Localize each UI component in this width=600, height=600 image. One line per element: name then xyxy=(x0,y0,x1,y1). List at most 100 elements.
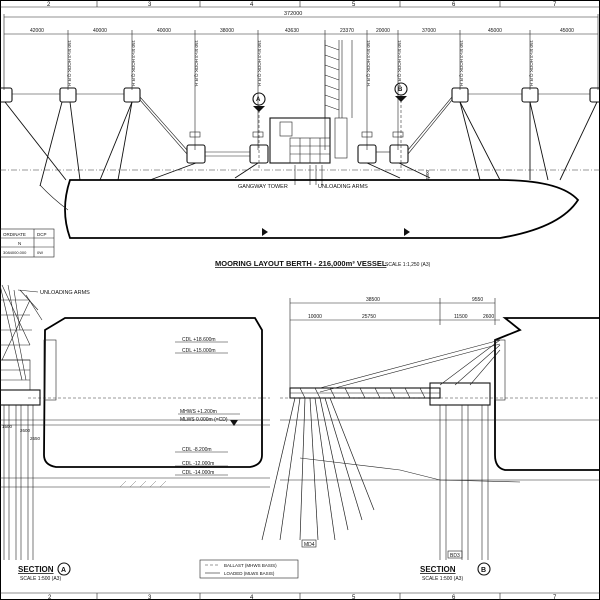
unloading-arms-leader xyxy=(17,289,39,293)
cdl-18-6: CDL +18.600m xyxy=(182,337,216,343)
section-a-fender xyxy=(43,339,57,401)
spacing-10: 45000 xyxy=(560,28,574,34)
mlws-level: MLWS 0.000m (=CD) xyxy=(180,417,228,423)
hook-label-3: 150 tm-3 HOOK Q.R.H. xyxy=(194,40,199,87)
spacing-3: 40000 xyxy=(157,28,171,34)
spacing-1: 42000 xyxy=(30,28,44,34)
plan-marker-right xyxy=(404,228,410,236)
grid-number-6-bottom: 6 xyxy=(452,595,456,600)
vessel-hull xyxy=(64,179,580,239)
section-a-marker-letter: A xyxy=(61,567,66,574)
plan-scale: SCALE 1:1,250 (A3) xyxy=(385,262,431,268)
plan-section-marker-a xyxy=(252,92,266,168)
grid-number-3-bottom: 3 xyxy=(148,595,152,600)
section-b-vertical-piles xyxy=(439,405,489,560)
section-b-dim-38500: 38500 xyxy=(366,297,380,303)
loading-platform xyxy=(269,117,348,164)
spacing-2: 40000 xyxy=(93,28,107,34)
grid-ticks-top xyxy=(96,0,501,600)
plan-section-marker-b xyxy=(394,82,408,168)
legend-ballast: BALLAST (MHWS BASIS) xyxy=(224,563,277,568)
hook-label-8: 150 tm-3 HOOK Q.R.H. xyxy=(529,40,534,87)
section-b-dim-10000: 10000 xyxy=(308,314,322,320)
spacing-5: 43630 xyxy=(285,28,299,34)
grid-number-4: 4 xyxy=(250,2,254,8)
section-b-dim-9550: 9550 xyxy=(472,297,483,303)
spacing-ticks xyxy=(3,14,599,150)
spacing-4: 38000 xyxy=(220,28,234,34)
spacing-6: 23370 xyxy=(340,28,354,34)
section-b-tag-bd3: BD3 xyxy=(450,553,460,559)
grid-number-5-bottom: 5 xyxy=(352,595,356,600)
section-b-raked-piles xyxy=(261,397,375,541)
section-a-level-markers xyxy=(175,341,240,476)
section-b-tag-md4-box xyxy=(301,539,317,548)
section-a-crane-structure xyxy=(0,284,43,391)
section-a-scale: SCALE 1:500 (A3) xyxy=(20,576,61,582)
cdl-minus-14: CDL -14.000m xyxy=(182,470,214,476)
spacing-9: 45000 xyxy=(488,28,502,34)
section-b-seabed-profile xyxy=(299,457,521,483)
section-b-marker-letter: B xyxy=(481,567,486,574)
spacing-8: 37000 xyxy=(422,28,436,34)
mooring-dolphins xyxy=(0,87,600,103)
grid-number-2: 2 xyxy=(47,2,51,8)
coord-header-right: DCP xyxy=(37,232,47,237)
section-b-marker-circle xyxy=(477,562,491,576)
section-b-trestle xyxy=(289,382,491,406)
section-b-vessel xyxy=(494,317,600,471)
approach-trestle xyxy=(324,40,353,118)
section-a-unloading-arms: UNLOADING ARMS xyxy=(40,290,90,296)
section-b-dim-2600: 2600 xyxy=(483,314,494,320)
grid-number-7: 7 xyxy=(553,2,557,8)
callout-leaders xyxy=(294,165,323,185)
overall-dimension-text: 372000 xyxy=(284,11,302,17)
grid-number-6: 6 xyxy=(452,2,456,8)
section-a-dim-1500: 1500 xyxy=(2,424,13,429)
coord-row2-left: 3084000.000 xyxy=(3,250,27,255)
hook-label-5: 150 tm-3 HOOK Q.R.H. xyxy=(366,40,371,87)
section-a-label: SECTION xyxy=(18,565,54,574)
grid-number-3: 3 xyxy=(148,2,152,8)
section-b-dim-11500: 11500 xyxy=(454,314,468,320)
hook-label-2: 150 tm-3 HOOK Q.R.H. xyxy=(131,40,136,87)
section-b-gangway-boom xyxy=(319,339,501,393)
hook-label-4: 150 tm-3 HOOK Q.R.H. xyxy=(257,40,262,87)
plan-title: MOORING LAYOUT BERTH - 216,000m³ VESSEL xyxy=(215,259,387,268)
spacing-7: 20000 xyxy=(376,28,390,34)
plan-section-a-letter: A xyxy=(256,97,261,103)
section-b-tag-bd3-box xyxy=(447,550,463,559)
cdl-15: CDL +15.000m xyxy=(182,348,216,354)
grid-number-4-bottom: 4 xyxy=(250,595,254,600)
section-b-label: SECTION xyxy=(420,565,456,574)
section-a-deck xyxy=(0,389,41,406)
coordinate-table xyxy=(0,228,55,258)
section-b-dimensions xyxy=(289,298,500,392)
unloading-arms-label: UNLOADING ARMS xyxy=(318,184,368,190)
section-a-seabed-hatch xyxy=(119,480,167,488)
section-a-dim-2600: 2600 xyxy=(20,428,31,433)
legend-loaded: LOADED (MLWS BASIS) xyxy=(224,571,275,576)
coord-row2-right: 0W xyxy=(37,250,43,255)
section-a-dim-2650: 2650 xyxy=(30,436,41,441)
hook-label-6: 150 tm-3 HOOK Q.R.H. xyxy=(397,40,402,87)
cdl-minus-8-2: CDL -8.200m xyxy=(182,447,212,453)
walkways xyxy=(12,93,590,157)
plan-section-b-letter: B xyxy=(398,87,403,93)
legend-box xyxy=(199,559,299,579)
dolphin-tags xyxy=(189,131,404,138)
hook-label-1: 150 tm-3 HOOK Q.R.H. xyxy=(67,40,72,87)
grid-number-2-bottom: 2 xyxy=(48,595,52,600)
section-a-marker-circle xyxy=(57,562,71,576)
section-b-fender xyxy=(494,339,506,401)
grid-number-5: 5 xyxy=(352,2,356,8)
cdl-minus-12: CDL -12.000m xyxy=(182,461,214,467)
grid-number-7-bottom: 7 xyxy=(553,595,557,600)
section-a-vessel xyxy=(43,317,263,468)
mooring-lines xyxy=(4,101,598,187)
hook-label-7: 150 tm-3 HOOK Q.R.H. xyxy=(459,40,464,87)
coord-row1-right: N xyxy=(18,241,21,246)
section-a-piles xyxy=(3,405,34,560)
